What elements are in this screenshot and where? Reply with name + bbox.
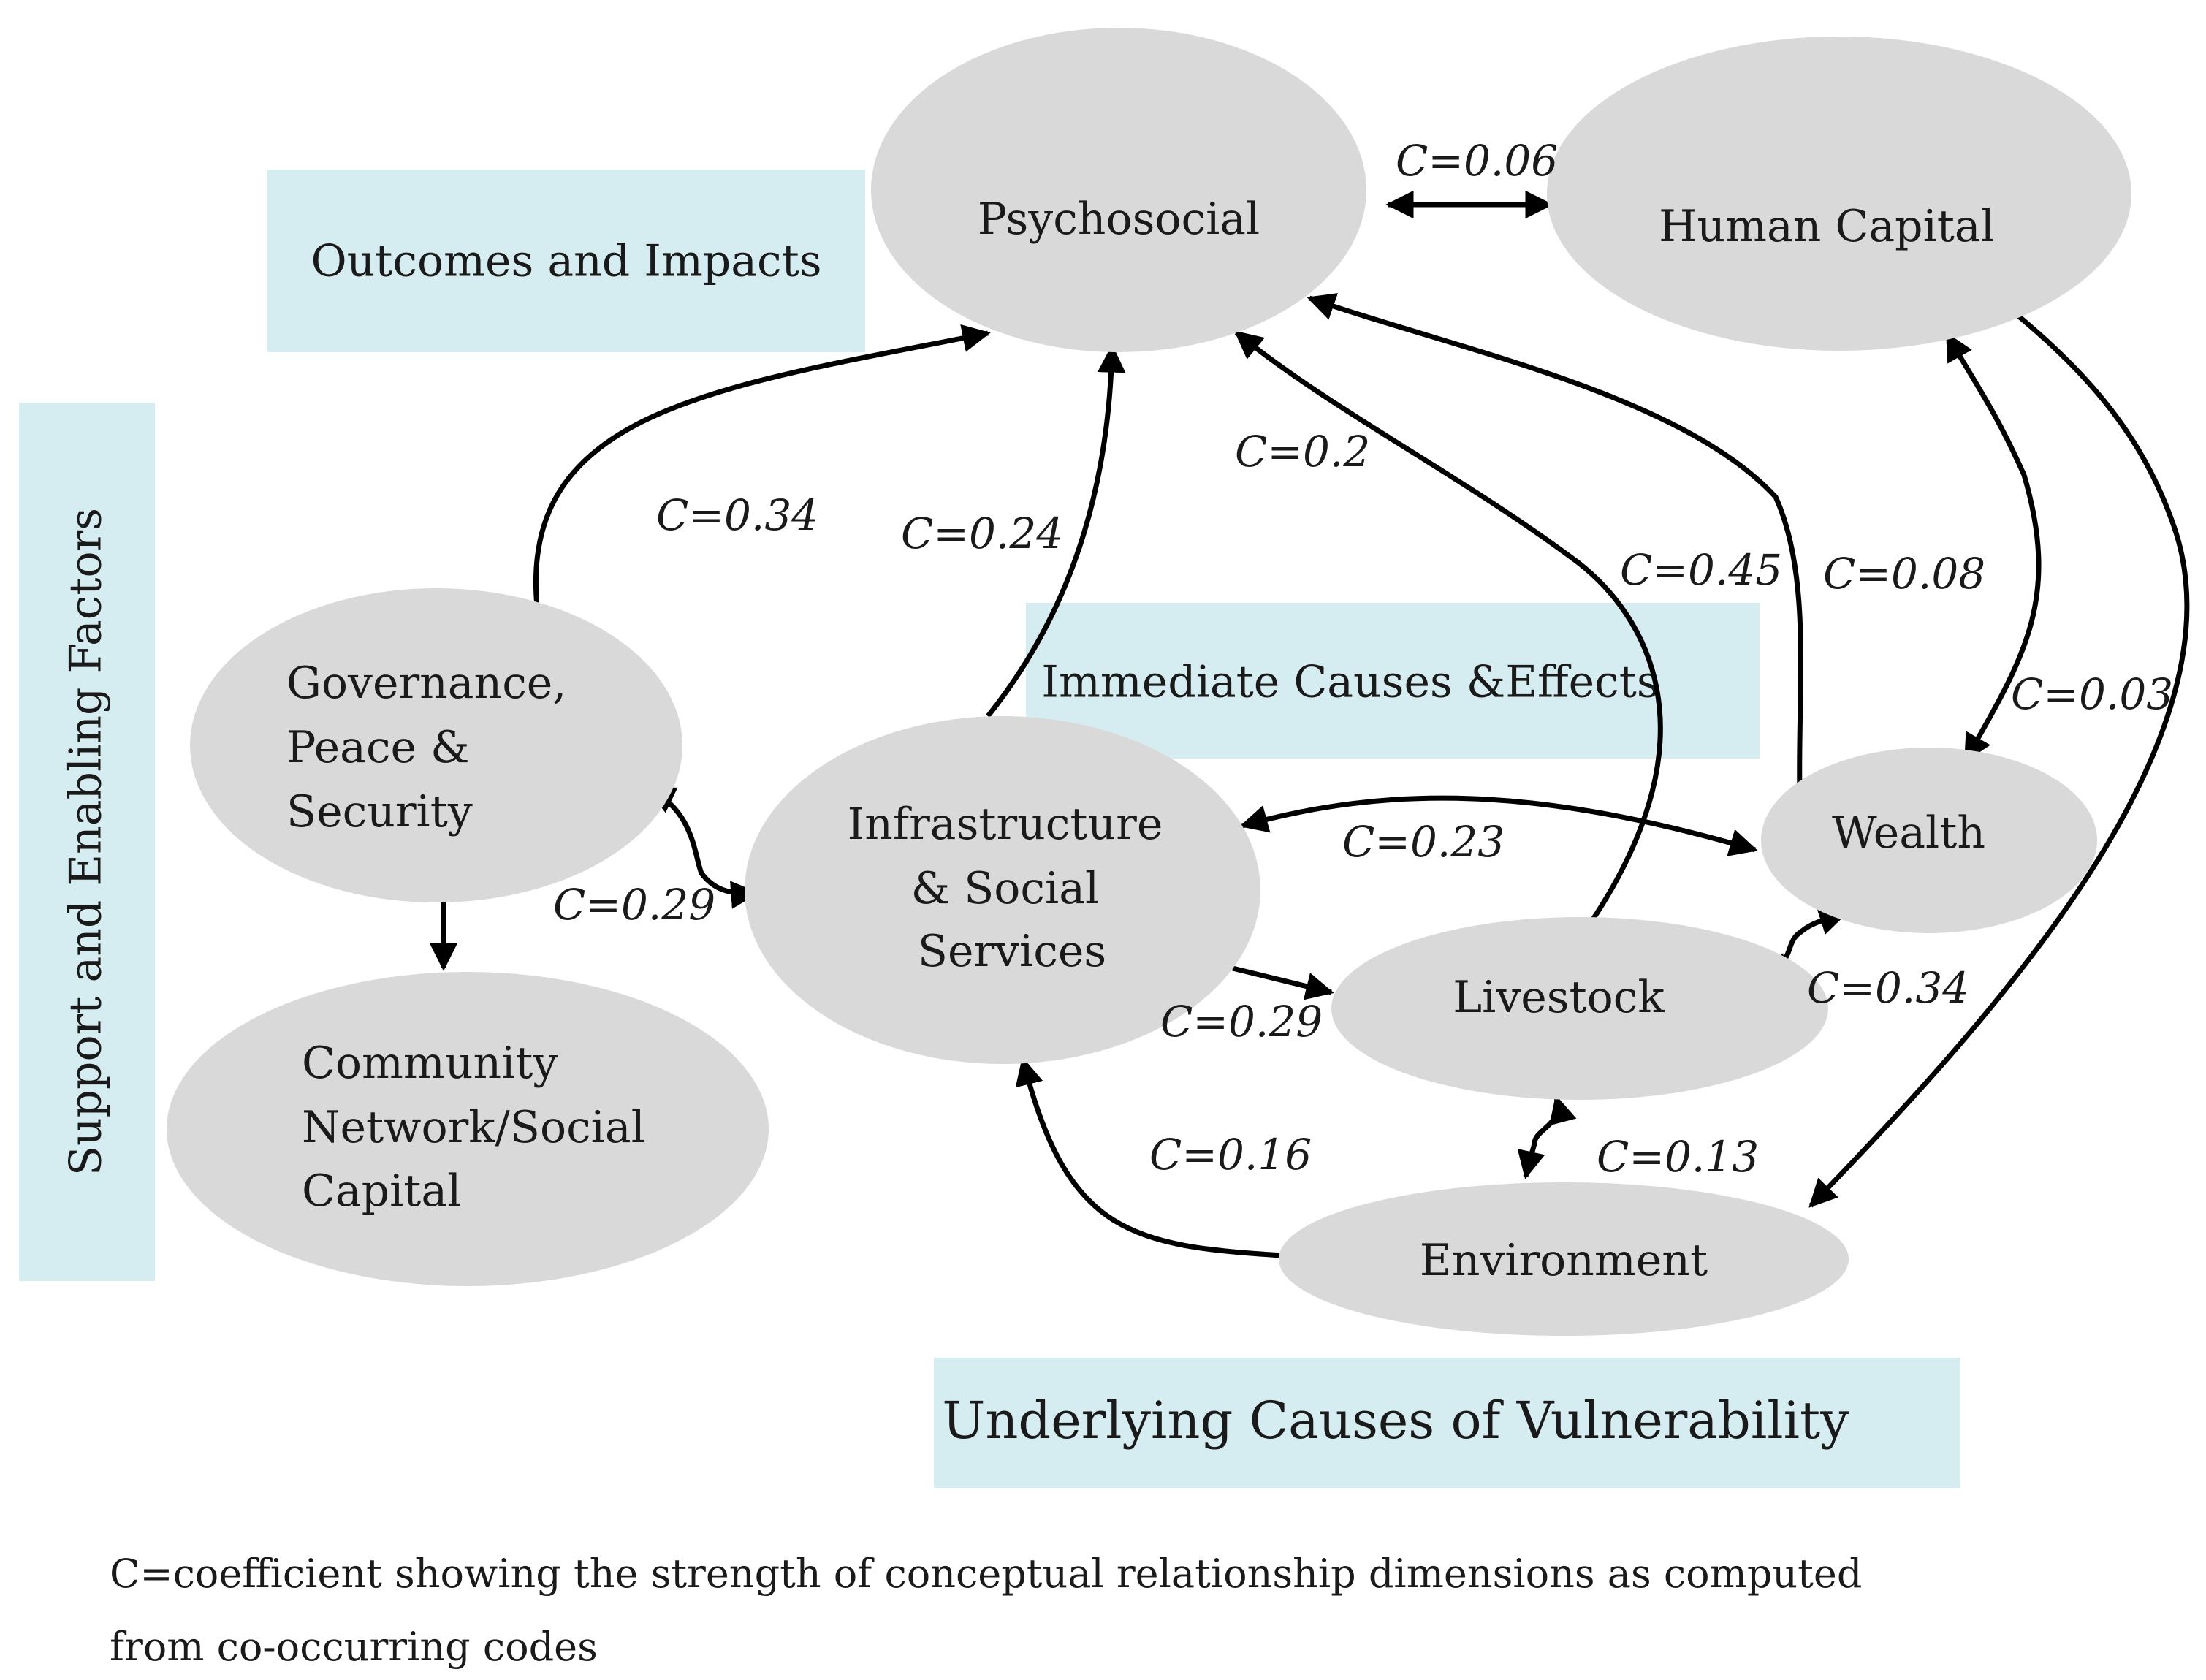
category-label-support: Support and Enabling Factors (61, 508, 112, 1176)
edges-layer (429, 190, 2190, 1258)
category-label-immediate: Immediate Causes &Effects (1041, 657, 1659, 708)
node-label-line: Psychosocial (978, 194, 1260, 245)
edge-label: C=0.29 (1160, 997, 1323, 1046)
svg-text:Environment: Environment (1420, 1235, 1708, 1286)
edge-label: C=0.34 (656, 490, 818, 540)
node-governance: Governance, Peace & Security (190, 588, 682, 902)
node-label-line: Peace & (286, 722, 470, 773)
category-box-immediate: Immediate Causes &Effects (1026, 603, 1760, 759)
edge-infrastructure-wealth (1239, 795, 1758, 856)
edge-label: C=0.34 (1807, 963, 1969, 1013)
edge-wealth-psychosocial (1307, 293, 1803, 792)
svg-text:Community Network/Social: Community Network/Social Capital (302, 1038, 659, 1217)
edge-label: C=0.08 (1823, 549, 1985, 598)
node-label-line: Security (286, 786, 473, 837)
svg-text:Psychosocial: Psychosocial (978, 194, 1260, 245)
svg-text:Livestock: Livestock (1453, 972, 1665, 1023)
node-psychosocial: Psychosocial (871, 28, 1366, 352)
edge-label: C=0.24 (901, 509, 1063, 558)
edge-livestock-environment (1517, 1095, 1577, 1179)
node-label-line: Capital (302, 1166, 461, 1217)
node-label-line: Human Capital (1659, 201, 1995, 252)
category-box-underlying: Underlying Causes of Vulnerability (934, 1358, 1960, 1488)
caption-line: from co-occurring codes (110, 1624, 598, 1670)
edge-livestock-psychosocial (1234, 330, 1663, 921)
edge-environment-human-capital (1808, 290, 2190, 1208)
edge-labels: C=0.06 C=0.34 C=0.24 C=0.2 C=0.45 C=0.08… (553, 136, 2173, 1182)
node-label-line: & Social (911, 863, 1099, 914)
edge-label: C=0.45 (1620, 545, 1782, 595)
category-box-outcomes: Outcomes and Impacts (267, 170, 865, 352)
node-livestock: Livestock (1331, 917, 1828, 1100)
node-label-line: Community (302, 1038, 558, 1089)
node-infrastructure: Infrastructure & Social Services (745, 716, 1260, 1064)
category-label-underlying: Underlying Causes of Vulnerability (942, 1391, 1849, 1451)
svg-text:Wealth: Wealth (1832, 807, 1985, 859)
node-environment: Environment (1279, 1182, 1849, 1336)
svg-text:Governance, Peace &: Governance, Peace & Security (286, 658, 580, 837)
node-wealth: Wealth (1761, 748, 2097, 933)
node-label-line: Network/Social (302, 1102, 645, 1153)
edge-label: C=0.2 (1235, 427, 1370, 476)
node-label-line: Livestock (1453, 972, 1665, 1023)
category-box-support: Support and Enabling Factors (19, 403, 155, 1281)
node-label-line: Services (918, 926, 1106, 977)
svg-text:Infrastructure & Social: Infrastructure & Social Services (848, 799, 1177, 977)
edge-label: C=0.13 (1597, 1132, 1759, 1182)
edge-infrastructure-livestock (1232, 965, 1334, 1000)
edge-label: C=0.03 (2011, 669, 2173, 719)
caption-line: C=coefficient showing the strength of co… (110, 1551, 1862, 1597)
node-label-line: Environment (1420, 1235, 1708, 1286)
edge-label: C=0.06 (1396, 136, 1558, 186)
node-label-line: Wealth (1832, 807, 1985, 859)
edge-infrastructure-psychosocial (986, 344, 1126, 718)
edge-environment-infrastructure (1015, 1057, 1283, 1258)
node-label-line: Infrastructure (848, 799, 1163, 850)
node-community: Community Network/Social Capital (167, 972, 769, 1286)
caption: C=coefficient showing the strength of co… (110, 1551, 1862, 1670)
node-label-line: Governance, (286, 658, 566, 709)
category-label-outcomes: Outcomes and Impacts (311, 236, 821, 287)
edge-governance-psychosocial (533, 324, 991, 607)
edge-label: C=0.23 (1342, 817, 1505, 867)
edge-label: C=0.29 (553, 880, 715, 930)
node-human-capital: Human Capital (1547, 37, 2131, 351)
edge-label: C=0.16 (1149, 1130, 1312, 1179)
edge-governance-infrastructure (646, 786, 759, 909)
svg-text:Human Capital: Human Capital (1659, 201, 1995, 252)
